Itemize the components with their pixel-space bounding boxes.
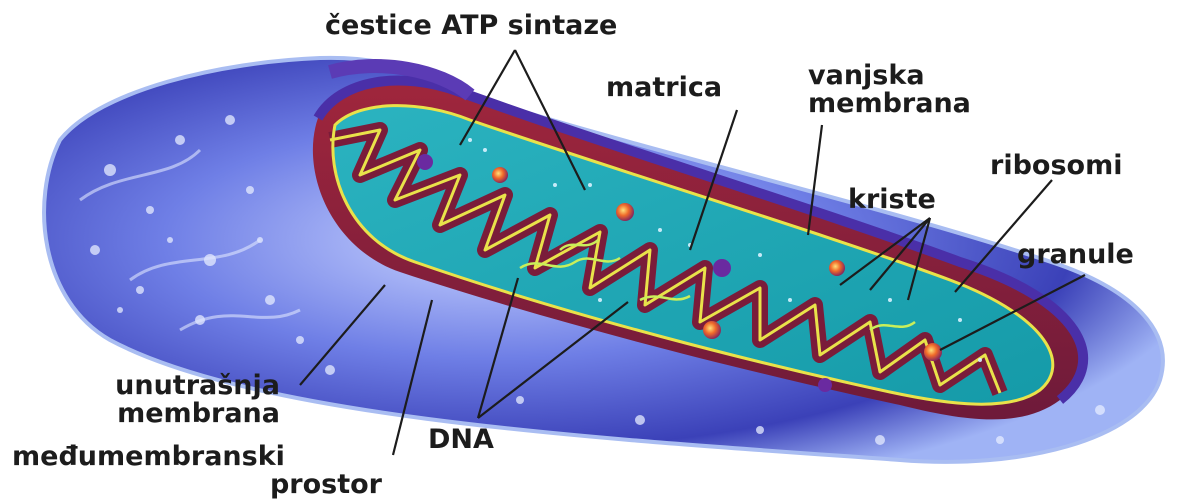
label-outer-membrane: vanjska membrana [808, 62, 971, 118]
label-matrix: matrica [606, 74, 722, 102]
label-atp-synthase: čestice ATP sintaze [325, 12, 617, 40]
label-cristae: kriste [848, 186, 936, 214]
label-ribosomes: ribosomi [990, 152, 1122, 180]
label-inner-membrane: unutrašnja membrana [50, 372, 280, 428]
label-intermembrane-space: međumembranski prostor [12, 443, 382, 499]
label-dna: DNA [428, 426, 494, 454]
label-granules: granule [1017, 241, 1134, 269]
